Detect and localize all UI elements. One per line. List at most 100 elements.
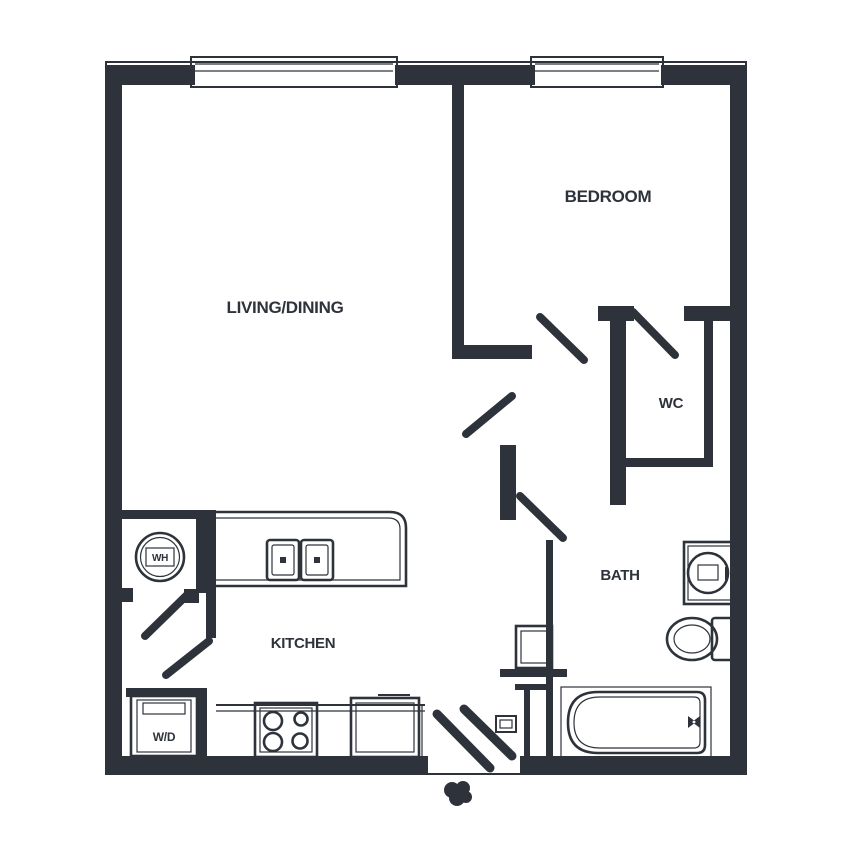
washer-dryer-panel [142,702,186,715]
wall-wc-east [704,321,713,462]
stove-burner [293,711,309,727]
toilet-bowl [665,616,719,662]
wall-top [395,65,535,85]
sink-basin-inner [305,544,329,576]
window-bedroom [530,56,664,88]
kitchen-label: KITCHEN [271,635,336,652]
sink-drain [280,557,286,563]
wall-entry-nook-inner [515,684,548,690]
wall-top [661,65,746,85]
refrigerator-outline-inner [355,702,415,753]
vanity-outline [682,540,738,606]
entry-door-leaf [432,709,495,773]
wall-utility-closet-east [196,519,206,593]
bath-door-swing [516,492,567,542]
kitchen-island-counter [216,510,408,588]
bathtub-drain [688,716,700,728]
washer-dryer-inner [136,699,192,753]
washer-dryer-outline [129,694,199,758]
utility-closet-door-swing [162,637,213,679]
wall-bottom [520,756,746,774]
bath-label: BATH [600,567,639,584]
bath-fixtures [495,540,738,759]
outer-walls [105,61,747,775]
bedroom-label: BEDROOM [565,187,652,206]
water-heater-label: WH [152,553,168,564]
sink-basin [299,538,335,582]
wall-living-bedroom [452,85,464,347]
wall-stub-left [122,588,133,602]
wall-hall-wc [610,321,626,505]
window-living [190,56,398,88]
wall-kitchen-west [206,510,216,638]
toilet-tank [710,616,738,662]
wall-utility-closet-north [122,510,215,519]
wall-hall-north [452,345,532,359]
kitchen-fixtures [216,510,425,759]
interior-walls [122,85,730,757]
wall-top [106,65,195,85]
wall-bottom [106,756,428,774]
linen-cabinet [514,624,554,670]
entry-door-leaf [459,704,517,761]
bathtub-inner [573,696,701,749]
entry-shelf-inner [499,719,513,729]
utility-closet-door-swing [141,589,193,640]
water-heater-outline [134,531,186,583]
vanity-faucet [697,564,719,581]
toilet [665,616,738,662]
refrigerator [349,694,421,759]
window-frame [530,56,664,88]
wall-right [730,65,746,774]
wall-bath-west [546,540,553,757]
washer-dryer: W/D [129,694,199,758]
sink-drain [314,557,320,563]
window-frame [190,56,398,88]
sink-basin [265,538,301,582]
entry-marker [444,781,472,806]
bathtub [560,686,712,759]
water-heater-inner [139,536,181,578]
wall-laundry-closet-east [197,688,207,756]
wall-living-hall [500,445,516,520]
door-swings [141,308,679,773]
bathtub-surround [560,686,712,759]
wall-left [106,65,122,774]
kitchen-island-counter-inner [216,517,401,581]
entry-shelf [495,715,517,733]
stove-burner [262,731,284,753]
water-heater-box [145,547,175,567]
living-dining-label: LIVING/DINING [227,298,344,317]
linen-cabinet-inner [520,630,548,664]
wall-entry-nook-north [500,669,567,677]
stove-outline-inner [259,707,313,753]
refrigerator-outline [349,696,421,759]
sink-basin-inner [271,544,295,576]
wall-entry-nook [524,688,530,756]
wall-bedroom-south [598,306,634,321]
entry-marker-blob [460,791,472,803]
stove-burner [291,732,309,750]
water-heater: WH [134,531,186,583]
wall-laundry-closet-north [126,688,206,697]
range-stove [253,701,319,759]
vanity-basin [686,551,730,595]
stove-outline [253,701,319,759]
laundry-utility-fixtures: W/D WH [129,531,199,758]
bedroom-door-swing [536,313,588,364]
wc-label: WC [659,395,684,412]
stove-burner [262,710,284,732]
laundry-label: W/D [153,730,176,744]
hall-door-swing [462,392,516,438]
room-labels: LIVING/DINING BEDROOM WC BATH KITCHEN [227,187,684,652]
bathroom-vanity-sink [682,540,738,606]
wc-door-swing [629,308,679,359]
kitchen-sink [265,538,335,582]
windows [190,56,664,88]
toilet-bowl-inner [673,624,711,654]
wall-bedroom-south [684,306,730,321]
outer-boundary-line [105,61,747,775]
wall-wc-south [620,458,713,467]
